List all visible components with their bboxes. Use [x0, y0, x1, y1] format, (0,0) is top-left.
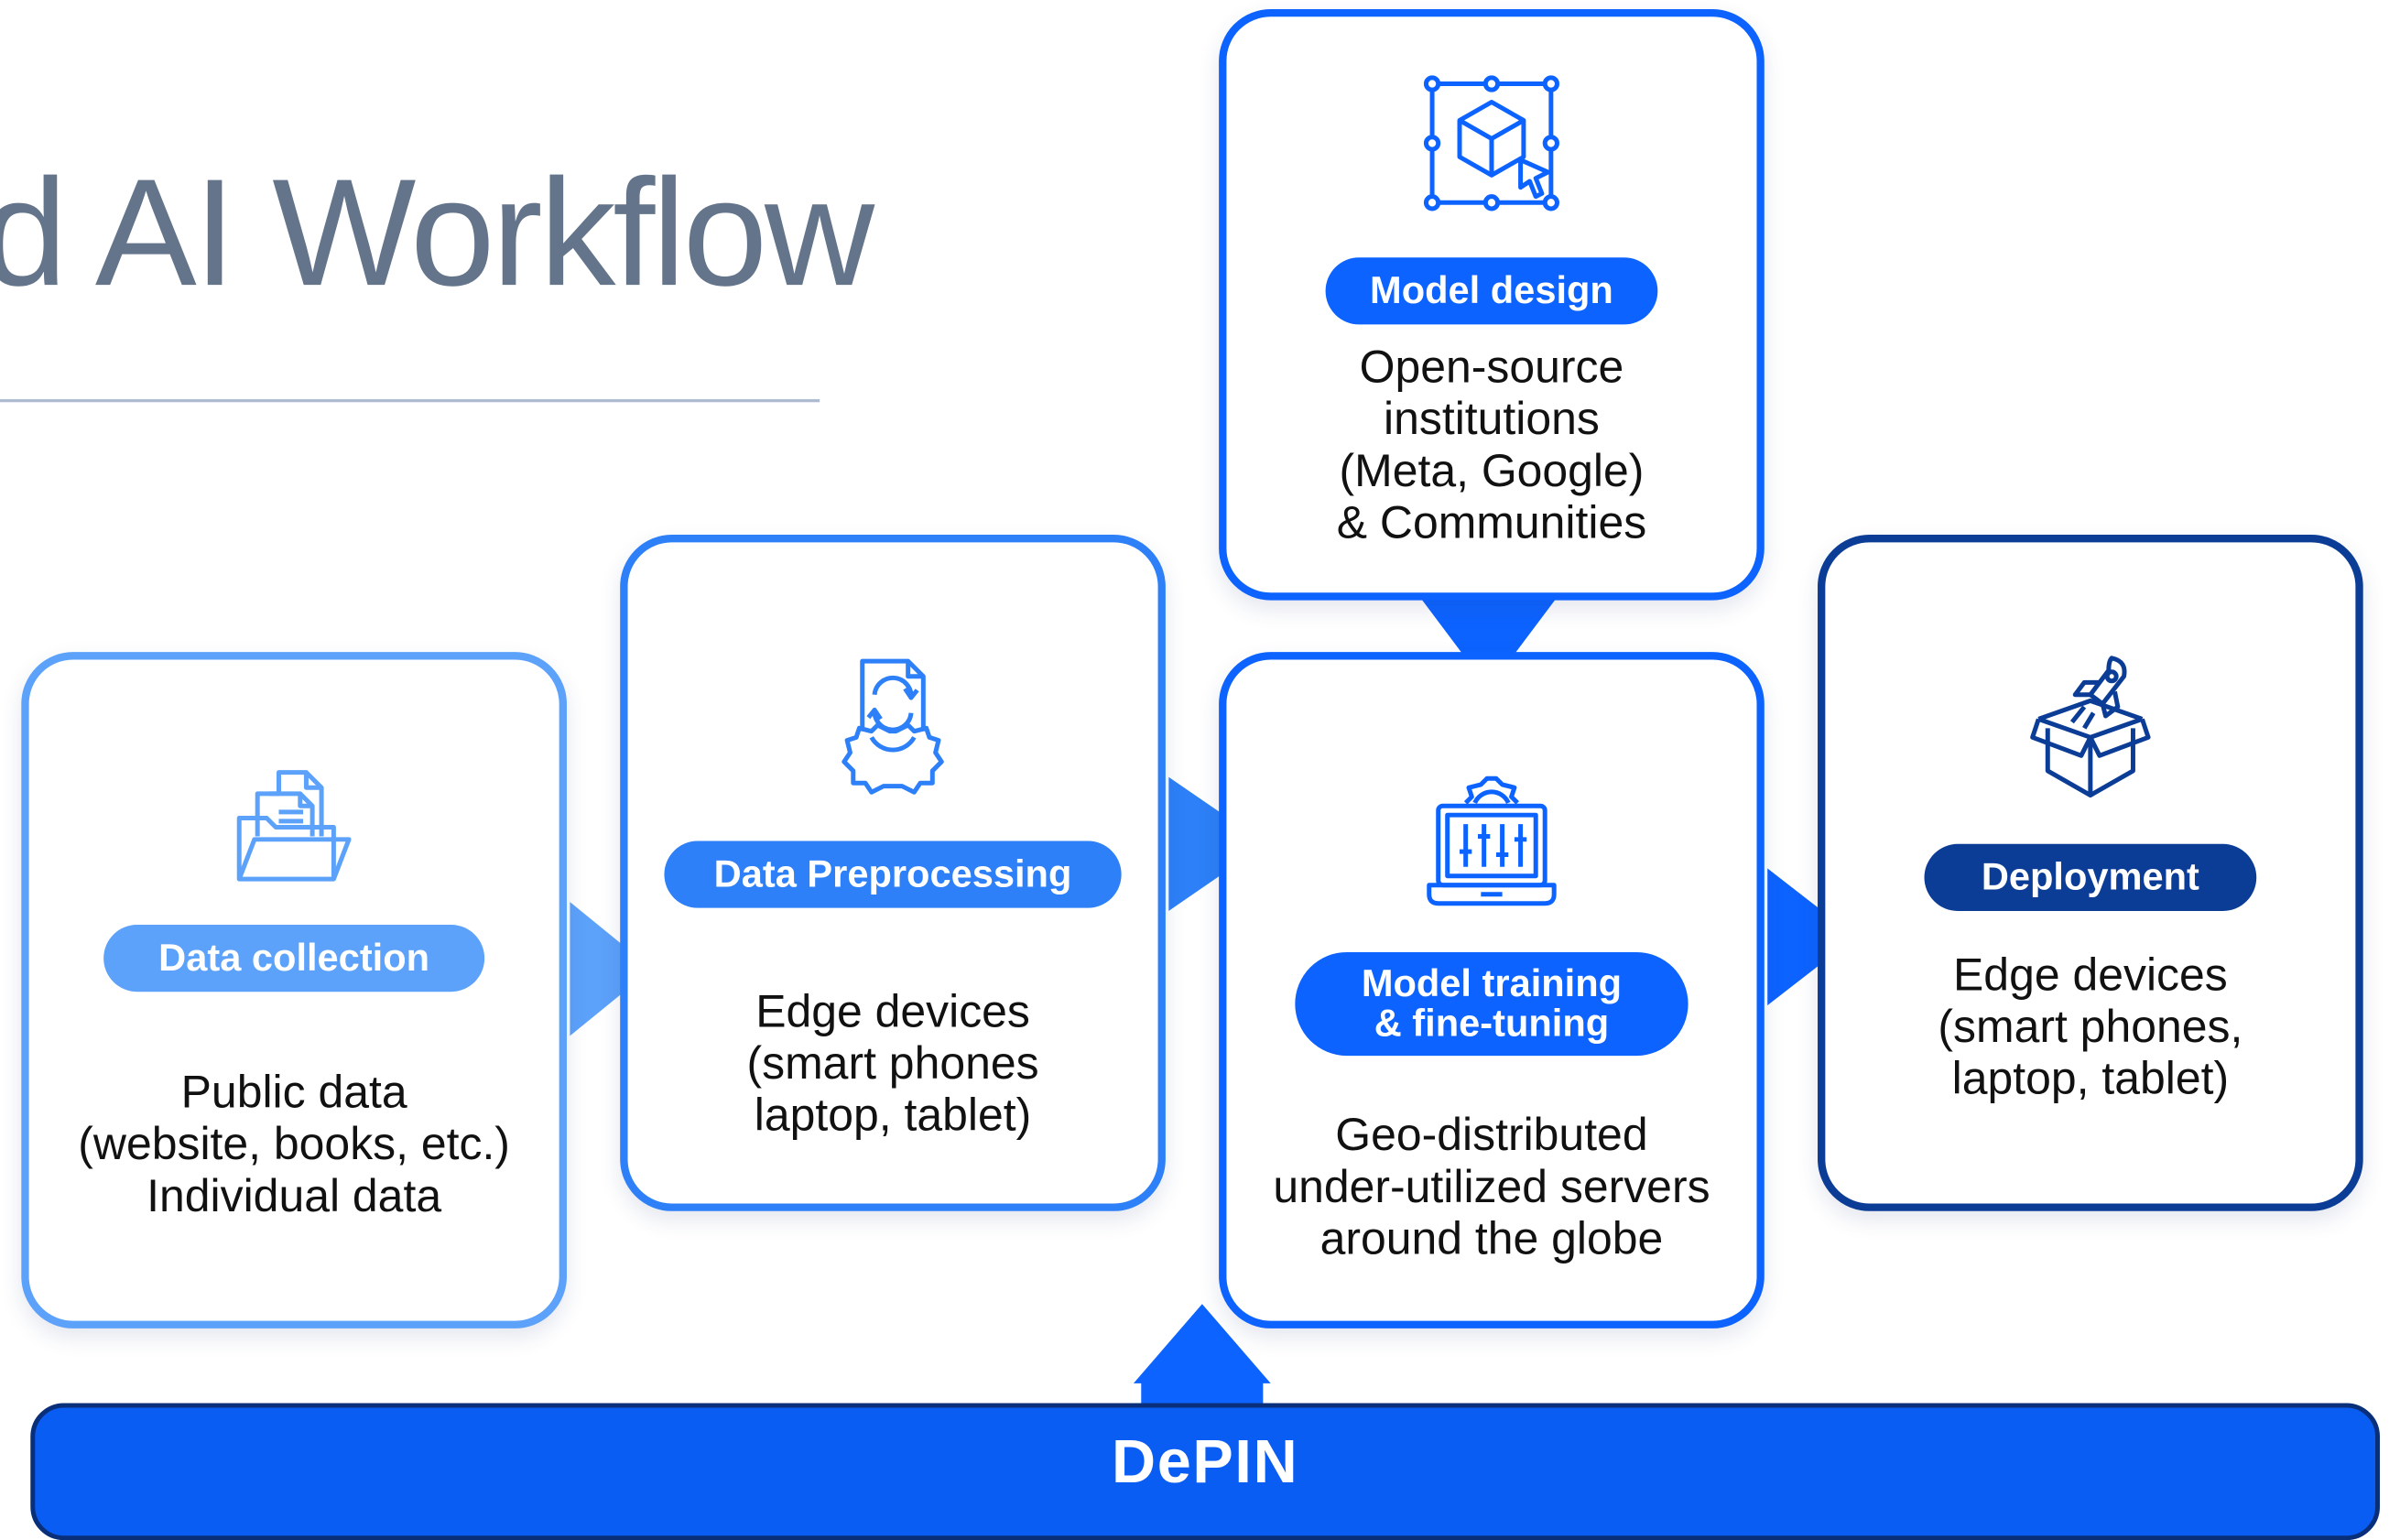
model-training-card: Model training & fine-tuning Geo-distrib…	[1219, 652, 1765, 1329]
model-design-card: Model design Open-source institutions (M…	[1219, 8, 1765, 601]
3d-cube-design-icon	[1423, 75, 1560, 211]
data-preprocessing-text: Edge devices (smart phones laptop, table…	[746, 987, 1039, 1142]
laptop-sliders-gear-icon	[1427, 775, 1557, 906]
arrow-training-to-deploy	[1767, 868, 1856, 1006]
deployment-label: Deployment	[1924, 843, 2257, 912]
data-collection-card: Data collection Public data (website, bo…	[21, 652, 567, 1329]
title-divider	[0, 398, 820, 403]
deployment-card: Deployment Edge devices (smart phones, l…	[1818, 535, 2363, 1211]
data-collection-label: Data collection	[103, 924, 485, 992]
model-design-label: Model design	[1325, 257, 1658, 325]
model-design-text: Open-source institutions (Meta, Google) …	[1336, 342, 1647, 549]
data-preprocessing-label: Data Preprocessing	[664, 840, 1122, 908]
folder-documents-icon	[236, 770, 352, 882]
data-collection-text: Public data (website, books, etc.) Indiv…	[78, 1068, 510, 1222]
depin-bar: DePIN	[30, 1403, 2381, 1540]
data-preprocessing-card: Data Preprocessing Edge devices (smart p…	[620, 535, 1166, 1211]
arrow-collection-to-prep	[570, 902, 653, 1036]
deployment-text: Edge devices (smart phones, laptop, tabl…	[1938, 950, 2243, 1105]
rocket-box-icon	[2030, 656, 2151, 798]
model-training-text: Geo-distributed under-utilized servers a…	[1273, 1110, 1710, 1265]
depin-label: DePIN	[1111, 1428, 1299, 1496]
document-gear-sync-icon	[842, 658, 944, 795]
arrow-prep-to-training	[1168, 776, 1266, 912]
page-title: ed AI Workflow	[0, 147, 874, 319]
model-training-label: Model training & fine-tuning	[1295, 951, 1689, 1057]
arrow-design-to-training	[1419, 597, 1558, 689]
